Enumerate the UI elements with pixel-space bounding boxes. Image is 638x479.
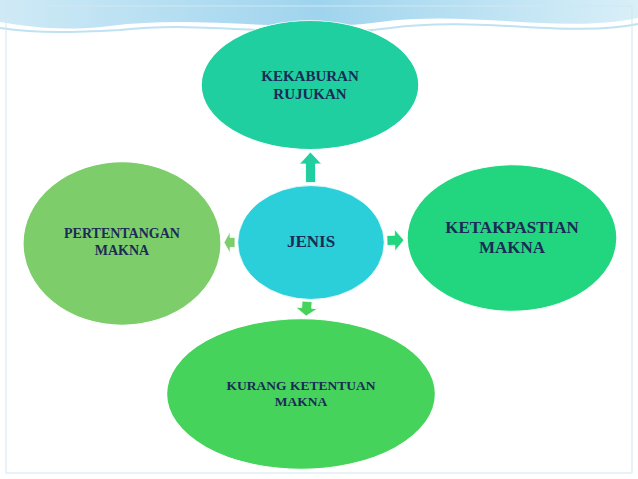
text-column: KETAKPASTIAN MAKNA: [436, 218, 589, 259]
text-holder: KURANG KETENTUAN MAKNA: [165, 318, 437, 470]
node-label: JENIS: [287, 232, 335, 252]
node-label: KETAKPASTIAN MAKNA: [436, 218, 589, 259]
text-holder: KETAKPASTIAN MAKNA: [406, 164, 618, 312]
ellipse-fill: [23, 161, 221, 324]
block-arrow: [224, 231, 235, 253]
ellipse-node: JENIS: [237, 185, 385, 300]
text-column: KEKABURAN RUJUKAN: [231, 67, 389, 103]
block-arrow: [387, 229, 404, 251]
text-holder: JENIS: [237, 185, 385, 300]
ellipse-node: KEKABURAN RUJUKAN: [200, 20, 420, 150]
text-column: KURANG KETENTUAN MAKNA: [203, 378, 399, 410]
ellipse-node: PERTENTANGAN MAKNA: [22, 161, 222, 326]
text-column: PERTENTANGAN MAKNA: [50, 226, 194, 260]
slide-frame: [6, 6, 632, 473]
ellipse-node: KURANG KETENTUAN MAKNA: [165, 318, 437, 470]
ellipse-fill: [238, 185, 385, 299]
block-arrow: [300, 152, 322, 183]
ellipse-shape: [200, 20, 420, 150]
node-label: PERTENTANGAN MAKNA: [50, 226, 194, 260]
ellipse-fill: [166, 319, 435, 469]
ellipse-fill: [201, 21, 419, 150]
node-label: KURANG KETENTUAN MAKNA: [203, 378, 399, 410]
node-label: KEKABURAN RUJUKAN: [231, 67, 389, 103]
ellipse-node: KETAKPASTIAN MAKNA: [406, 164, 618, 312]
text-holder: KEKABURAN RUJUKAN: [200, 20, 420, 150]
text-column: JENIS: [287, 232, 335, 252]
ellipse-fill: [407, 165, 617, 312]
text-holder: PERTENTANGAN MAKNA: [22, 161, 222, 326]
block-arrow: [296, 301, 318, 316]
